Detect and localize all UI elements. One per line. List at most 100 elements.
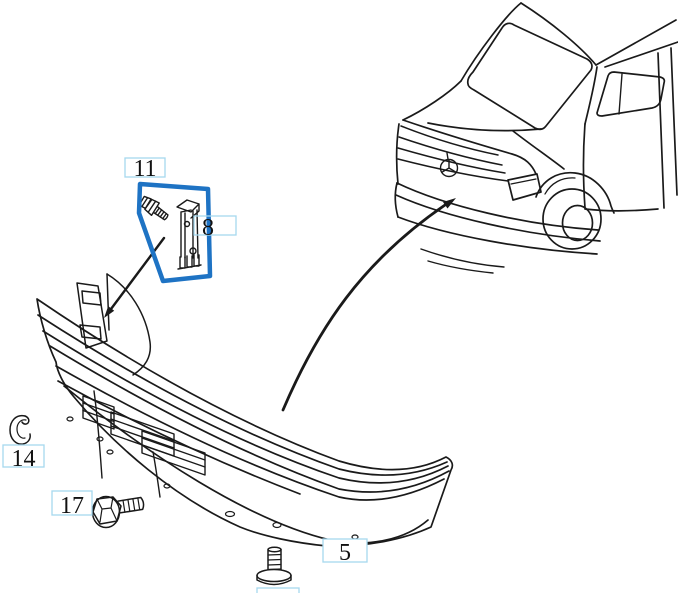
- van-bumper-mid-line: [395, 194, 601, 242]
- wheel-tire: [542, 188, 602, 250]
- windshield: [466, 22, 593, 131]
- fender-seam: [512, 130, 565, 170]
- window-vent-divider: [618, 73, 623, 115]
- stud-bolt-part-11: [138, 195, 169, 221]
- arrow-line: [109, 236, 166, 311]
- hex-bolt-part-17: [91, 495, 145, 529]
- bracket-hole: [183, 220, 191, 228]
- end-bracket-hole: [81, 290, 102, 306]
- headlight: [507, 173, 542, 201]
- bolt-threaded-shaft: [117, 496, 145, 514]
- hood-left-edge: [402, 80, 462, 121]
- front-bumper-drawing: [36, 273, 454, 547]
- bumper-panel-seam: [152, 451, 161, 498]
- bumper-molding-line: [37, 314, 448, 476]
- callout-number-11[interactable]: 11: [133, 156, 156, 182]
- roof-front-edge: [520, 2, 597, 66]
- cowl-line: [427, 122, 542, 132]
- wheel-arch: [535, 171, 615, 214]
- bolt-collar: [144, 198, 160, 217]
- bolt-flange-top: [256, 568, 292, 583]
- grille-bar: [397, 147, 506, 174]
- screw-hole: [224, 510, 236, 518]
- bumper-lower-ledge-line: [63, 385, 429, 544]
- bolt-hex-facets: [96, 496, 118, 523]
- detail-highlight-polygon[interactable]: [136, 181, 213, 284]
- screw-hole: [96, 436, 104, 442]
- hood-front-edge: [402, 119, 537, 175]
- curved-arrow-line: [281, 203, 447, 412]
- van-bumper-top-line: [396, 182, 599, 231]
- van-bumper-left-edge: [394, 182, 399, 218]
- bumper-outline: [36, 298, 454, 547]
- clip-inner-line: [16, 419, 27, 439]
- bracket-teeth: [177, 254, 202, 270]
- end-cap-flap: [106, 273, 152, 376]
- bumper-vent-slots: [82, 395, 206, 476]
- end-cap-flap-edge: [106, 273, 110, 331]
- end-bracket-strip: [76, 282, 108, 349]
- callout-number-14[interactable]: 14: [12, 446, 36, 472]
- clip-part-14: [9, 414, 31, 445]
- bumper-screw-holes: [66, 416, 359, 540]
- bolt-shaft-top: [267, 546, 282, 553]
- arrowhead: [104, 306, 115, 318]
- bolt-threads: [267, 553, 282, 571]
- bolt-flange-side: [256, 574, 292, 586]
- callout-number-17[interactable]: 17: [60, 493, 84, 519]
- bumper-molding-line: [42, 330, 449, 484]
- bumper-molding-line: [49, 345, 450, 493]
- callout-box-14[interactable]: [2, 444, 45, 468]
- grille-left-edge: [395, 123, 400, 185]
- screw-hole: [106, 449, 114, 455]
- bumper-panel-seam: [93, 390, 103, 479]
- line-art: [9, 2, 678, 586]
- grille-bar: [400, 125, 499, 156]
- bumper-vent-band-line: [55, 365, 445, 501]
- callout-box-5[interactable]: [322, 538, 368, 563]
- arrowhead: [443, 198, 456, 209]
- roof-side-line: [604, 41, 678, 68]
- star-spokes: [441, 152, 457, 173]
- body-rear-seam: [657, 52, 665, 209]
- shaft-threads: [122, 497, 141, 513]
- bumper-end-bracket: [76, 273, 152, 376]
- door-bottom-line: [584, 208, 659, 212]
- callout-numbers: 11 8 14 17 5: [12, 156, 352, 566]
- callout-number-5[interactable]: 5: [339, 540, 351, 566]
- callout-box-cutoff[interactable]: [256, 587, 300, 593]
- air-dam-line: [427, 260, 494, 274]
- callout-box-17[interactable]: [51, 490, 93, 516]
- callout-number-8[interactable]: 8: [202, 215, 214, 241]
- door-window: [596, 71, 666, 117]
- screw-hole: [163, 483, 171, 489]
- bracket-hole: [189, 247, 197, 255]
- grille-bar: [398, 136, 503, 166]
- shoulder-bolt-bottom: [256, 546, 292, 586]
- callout-boxes: [2, 157, 368, 593]
- roof-side-line: [595, 19, 677, 66]
- air-dam-line: [420, 248, 505, 268]
- grille-bars: [397, 125, 509, 182]
- vent-slat-line: [82, 402, 115, 423]
- a-pillar-line: [460, 2, 522, 82]
- screw-hole: [66, 416, 74, 422]
- wheel-arch-lip: [544, 177, 576, 195]
- vent-slat-line: [141, 437, 206, 468]
- clip-outline: [9, 414, 31, 445]
- door-front-seam: [582, 123, 586, 209]
- bracket-body: [180, 209, 199, 259]
- screw-hole: [272, 521, 282, 529]
- shaft-outline: [117, 496, 145, 514]
- callout-box-8[interactable]: [193, 215, 237, 236]
- callout-box-11[interactable]: [124, 157, 166, 178]
- van-drawing: [394, 2, 678, 274]
- bracket-location-arrow: [104, 236, 166, 318]
- clip-tab: [21, 415, 30, 425]
- mercedes-star-emblem: [439, 152, 459, 178]
- body-rear-seam: [670, 47, 678, 196]
- bolt-threads: [154, 207, 168, 220]
- headlight-inner-line: [510, 178, 537, 185]
